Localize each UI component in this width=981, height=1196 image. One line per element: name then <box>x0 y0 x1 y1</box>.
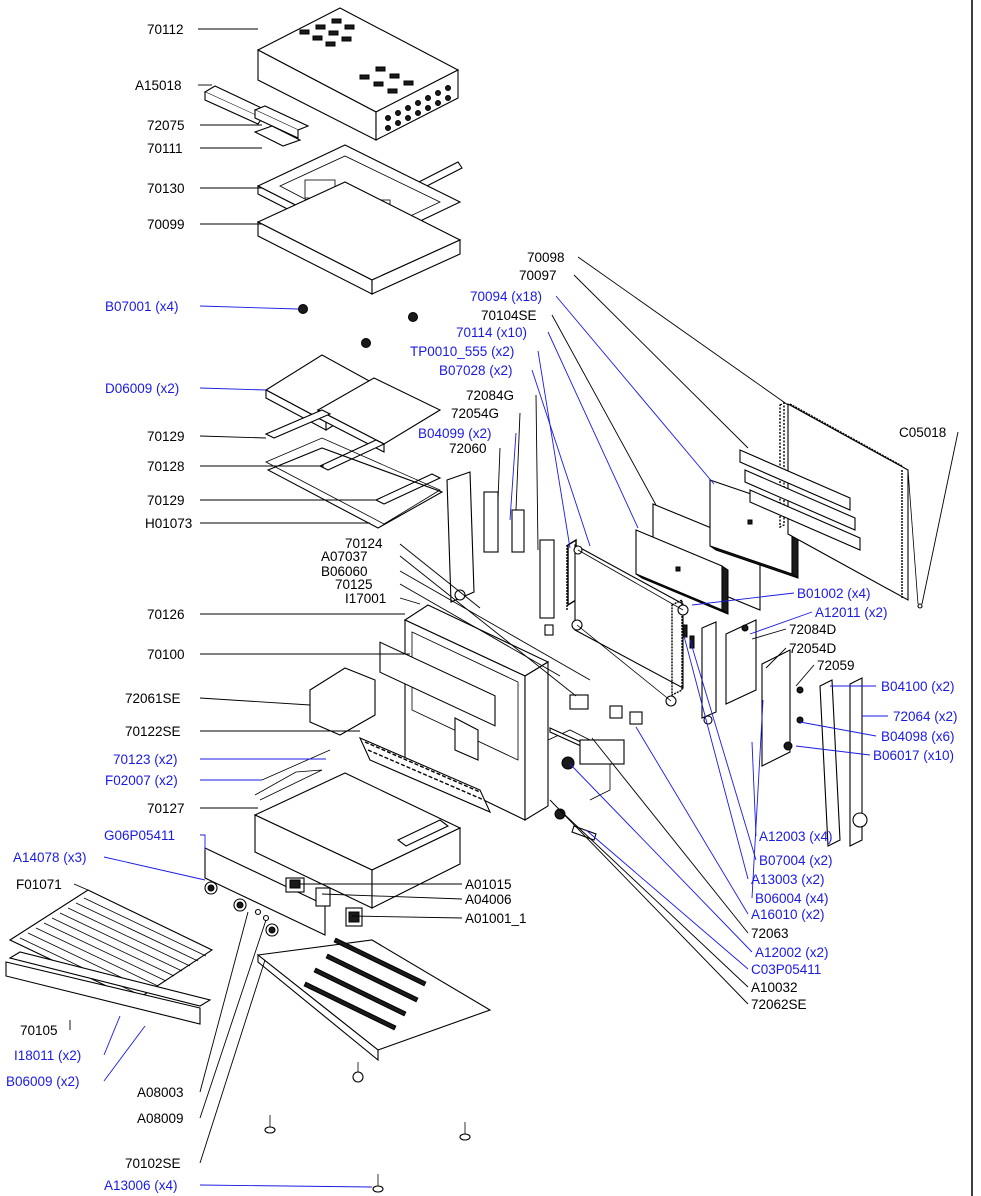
label-70100: 70100 <box>147 647 185 662</box>
label-72084G: 72084G <box>466 388 514 403</box>
label-B04098: B04098 (x6) <box>881 729 955 744</box>
label-B04099: B04099 (x2) <box>418 426 492 441</box>
label-A01015: A01015 <box>465 877 512 892</box>
label-72060: 72060 <box>449 441 487 456</box>
part-labels: 70112 A15018 72075 70111 70130 70099 B07… <box>6 22 958 1193</box>
label-F01071: F01071 <box>16 877 62 892</box>
label-B06060: B06060 <box>321 564 368 579</box>
label-70126: 70126 <box>147 607 185 622</box>
label-B04100: B04100 (x2) <box>881 679 955 694</box>
label-70097: 70097 <box>519 268 557 283</box>
label-G06P05411: G06P05411 <box>104 828 175 843</box>
label-72059: 72059 <box>817 658 855 673</box>
main-body-drawing <box>309 604 643 841</box>
label-I17001: I17001 <box>345 591 386 606</box>
control-strip-drawing <box>204 847 326 936</box>
label-70127: 70127 <box>147 801 185 816</box>
label-70099: 70099 <box>147 217 185 232</box>
label-A10032: A10032 <box>751 980 798 995</box>
label-A15018: A15018 <box>135 78 182 93</box>
label-D06009: D06009 (x2) <box>105 381 179 396</box>
label-A12002: A12002 (x2) <box>755 945 829 960</box>
label-C05018: C05018 <box>899 425 946 440</box>
label-70104SE: 70104SE <box>481 308 537 323</box>
wire-rack-drawing <box>5 889 214 1025</box>
label-72054D: 72054D <box>789 641 837 656</box>
label-70098: 70098 <box>527 250 565 265</box>
label-70129-b: 70129 <box>147 493 185 508</box>
label-70102SE: 70102SE <box>125 1156 181 1171</box>
label-B01002: B01002 (x4) <box>797 586 871 601</box>
label-72062SE: 72062SE <box>751 997 807 1012</box>
rear-panel-drawing <box>739 401 923 609</box>
lower-housing-drawing <box>253 749 462 909</box>
label-B07028: B07028 (x2) <box>439 363 513 378</box>
label-70129-a: 70129 <box>147 429 185 444</box>
label-B06017: B06017 (x10) <box>873 748 954 763</box>
handle-drawing <box>203 85 310 139</box>
label-A04006: A04006 <box>465 892 512 907</box>
label-72061SE: 72061SE <box>125 691 181 706</box>
heating-panels-drawing <box>635 479 799 615</box>
label-B06004: B06004 (x4) <box>755 891 829 906</box>
label-70124: 70124 <box>345 536 383 551</box>
label-A12011: A12011 (x2) <box>815 605 888 620</box>
label-A13006: A13006 (x4) <box>104 1178 178 1193</box>
switches-drawing <box>285 877 363 927</box>
label-F02007: F02007 (x2) <box>105 773 178 788</box>
foot-pads-drawing <box>298 304 418 348</box>
label-70125: 70125 <box>335 577 373 592</box>
label-A08003: A08003 <box>137 1085 184 1100</box>
label-70105: 70105 <box>20 1023 58 1038</box>
label-A01001_1: A01001_1 <box>465 911 527 926</box>
label-70112: 70112 <box>147 22 184 37</box>
label-70128: 70128 <box>147 459 185 474</box>
label-72064: 72064 (x2) <box>893 709 958 724</box>
label-B07004: B07004 (x2) <box>759 853 833 868</box>
chain-links-drawing <box>682 624 695 649</box>
label-B07001: B07001 (x4) <box>105 299 179 314</box>
label-A12003: A12003 (x4) <box>759 829 833 844</box>
right-side-brackets-drawing <box>701 619 868 847</box>
label-A16010: A16010 (x2) <box>751 907 825 922</box>
label-70114: 70114 (x10) <box>456 325 527 340</box>
label-H01073: H01073 <box>145 516 192 531</box>
label-70123: 70123 (x2) <box>113 752 178 767</box>
label-70111: 70111 <box>147 141 183 156</box>
left-side-brackets-drawing <box>446 471 555 636</box>
leader-lines <box>69 28 959 1188</box>
plate-70099-drawing <box>256 181 462 295</box>
knobs-drawing <box>204 881 279 937</box>
label-70094: 70094 (x18) <box>470 289 542 304</box>
chain-conveyor-drawing <box>566 538 689 707</box>
label-72075: 72075 <box>147 118 185 133</box>
label-72054G: 72054G <box>451 406 499 421</box>
label-C03P05411: C03P05411 <box>751 962 821 977</box>
label-A13003: A13003 (x2) <box>751 872 825 887</box>
label-I18011: I18011 (x2) <box>14 1048 81 1063</box>
label-70130: 70130 <box>147 181 185 196</box>
label-A14078: A14078 (x3) <box>13 850 87 865</box>
label-TP0010: TP0010_555 (x2) <box>410 344 514 359</box>
label-A08009: A08009 <box>137 1111 184 1126</box>
label-A07037: A07037 <box>321 549 368 564</box>
insulation-blocks-drawing <box>264 354 442 453</box>
bottom-feet-drawing <box>264 1115 471 1193</box>
sheet-supports-drawing <box>264 409 444 529</box>
label-B06009: B06009 (x2) <box>6 1074 80 1089</box>
label-70122SE: 70122SE <box>125 724 181 739</box>
label-72063: 72063 <box>751 926 789 941</box>
top-cover-drawing <box>256 7 460 141</box>
label-72084D: 72084D <box>789 622 837 637</box>
base-panel-drawing <box>256 937 492 1083</box>
